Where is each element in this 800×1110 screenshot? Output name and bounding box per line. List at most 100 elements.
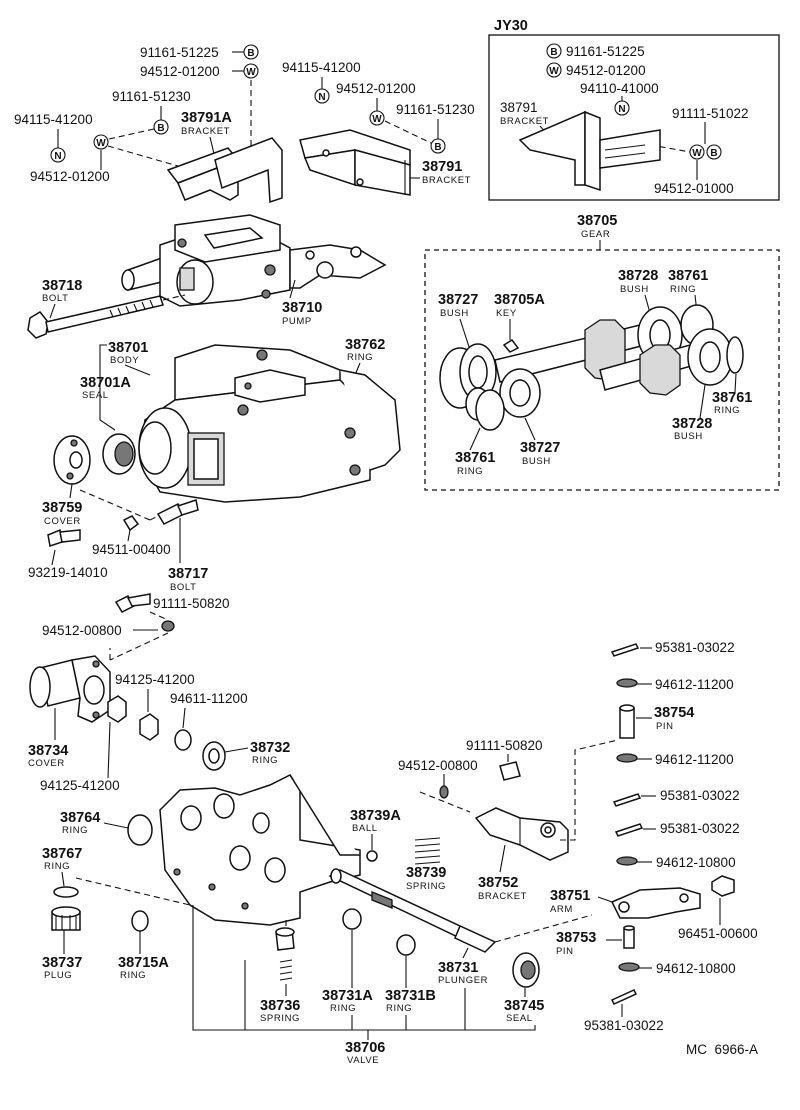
part-code: 91111-50820: [153, 596, 230, 611]
part-code: 95381-03022: [584, 1018, 664, 1033]
part-name: ARM: [550, 904, 573, 915]
part-number: 38705: [577, 213, 617, 229]
part-name: COVER: [28, 758, 65, 769]
gear-group: 38705 GEAR 38727 BUSH 38705A KEY 38728 B…: [424, 213, 780, 491]
part-name: RING: [457, 466, 483, 477]
part-code: 95381-03022: [660, 788, 740, 803]
part-number: 38737: [42, 955, 82, 971]
part-code: 94612-11200: [655, 752, 734, 767]
part-name: SEAL: [506, 1013, 533, 1024]
part-number: 38739: [406, 865, 446, 881]
part-name: SPRING: [406, 881, 446, 892]
part-code: 94125-41200: [40, 778, 120, 793]
w-symbol-icon: W: [689, 144, 705, 160]
part-code: 94512-01200: [336, 81, 416, 96]
svg-text:N: N: [618, 104, 625, 115]
part-code: 91161-51230: [396, 102, 475, 117]
part-number: 38734: [28, 743, 68, 759]
part-number: 38706: [345, 1040, 385, 1056]
body-group: 38701 BODY 38701A SEAL 38762 RING 38759 …: [28, 337, 401, 593]
part-code: 94512-01200: [140, 64, 220, 79]
part-number: 38791: [422, 159, 462, 175]
b-symbol-icon: B: [430, 138, 446, 154]
part-code: 91111-50820: [466, 738, 543, 753]
part-number: 38759: [42, 500, 82, 516]
part-number: 38710: [282, 300, 322, 316]
part-name: VALVE: [347, 1055, 379, 1066]
part-name: PIN: [656, 721, 674, 732]
part-number: 38717: [168, 566, 208, 582]
part-name: BUSH: [674, 431, 703, 442]
part-number: 38767: [42, 846, 82, 862]
part-code: 94512-01200: [30, 169, 110, 184]
svg-text:B: B: [550, 47, 557, 58]
part-name: RING: [386, 1003, 412, 1014]
part-number: 38732: [250, 740, 290, 756]
part-code: 94110-41000: [580, 81, 659, 96]
part-number: 38761: [668, 268, 708, 284]
part-number: 38727: [520, 440, 560, 456]
part-name: BUSH: [440, 308, 469, 319]
w-symbol-icon: W: [369, 110, 385, 126]
part-name: BRACKET: [500, 116, 549, 127]
part-name: BOLT: [170, 582, 197, 593]
part-number: 38715A: [118, 955, 169, 971]
part-name: RING: [330, 1003, 356, 1014]
part-name: RING: [62, 825, 88, 836]
w-symbol-icon: W: [93, 134, 109, 150]
part-number: 38762: [345, 337, 385, 353]
linkage-group: 95381-03022 94612-11200 38754 PIN 94612-…: [560, 640, 758, 1033]
part-number: 38728: [618, 268, 658, 284]
svg-text:W: W: [246, 67, 256, 78]
part-code: 94511-00400: [92, 542, 171, 557]
part-name: BODY: [110, 355, 139, 366]
part-name: BRACKET: [478, 891, 527, 902]
part-name: COVER: [44, 516, 81, 527]
part-code: 91111-51022: [672, 106, 749, 121]
part-code: 96451-00600: [678, 926, 758, 941]
part-number: 38728: [672, 416, 712, 432]
part-number: 38761: [712, 390, 752, 406]
part-code: 94612-10800: [656, 855, 736, 870]
part-number: 38745: [504, 998, 544, 1014]
part-code: 94611-11200: [170, 691, 248, 706]
svg-text:N: N: [318, 92, 325, 103]
svg-text:B: B: [434, 142, 441, 153]
part-number: 38764: [60, 810, 100, 826]
part-name: BOLT: [42, 293, 69, 304]
part-number: 38791: [500, 100, 538, 115]
svg-text:B: B: [157, 123, 164, 134]
b-symbol-icon: B: [243, 44, 259, 60]
part-name: PUMP: [282, 316, 312, 327]
part-name: SPRING: [260, 1013, 300, 1024]
svg-text:W: W: [692, 148, 702, 159]
part-name: BRACKET: [422, 175, 471, 186]
svg-text:B: B: [710, 148, 717, 159]
part-number: 38736: [260, 998, 300, 1014]
part-number: 38731A: [322, 988, 373, 1004]
part-code: 94115-41200: [14, 112, 93, 127]
part-code: 94115-41200: [282, 60, 361, 75]
part-name: RING: [714, 405, 740, 416]
w-symbol-icon: W: [546, 62, 562, 78]
part-name: PLUG: [44, 970, 72, 981]
part-name: RING: [347, 352, 373, 363]
part-name: RING: [120, 970, 146, 981]
part-code: 95381-03022: [660, 821, 740, 836]
part-code: 94612-11200: [655, 677, 734, 692]
svg-text:W: W: [549, 66, 559, 77]
part-code: 91161-51225: [140, 45, 219, 60]
part-name: BUSH: [620, 284, 649, 295]
part-name: SEAL: [82, 390, 109, 401]
part-name: PIN: [556, 946, 574, 957]
svg-text:W: W: [372, 114, 382, 125]
part-code: 94512-00800: [42, 623, 122, 638]
n-symbol-icon: N: [614, 100, 630, 116]
part-number: 38752: [478, 875, 518, 891]
bracket-cluster-top: 91161-51225 B 94512-01200 W 94115-41200 …: [14, 44, 475, 204]
variant-box-jy30: JY30 B 91161-51225 W 94512-01200 94110-4…: [488, 18, 780, 201]
part-number: 38731B: [385, 988, 436, 1004]
bolt-38718: 38718 BOLT: [27, 278, 186, 339]
part-name: RING: [252, 755, 278, 766]
part-code: 94612-10800: [656, 961, 736, 976]
